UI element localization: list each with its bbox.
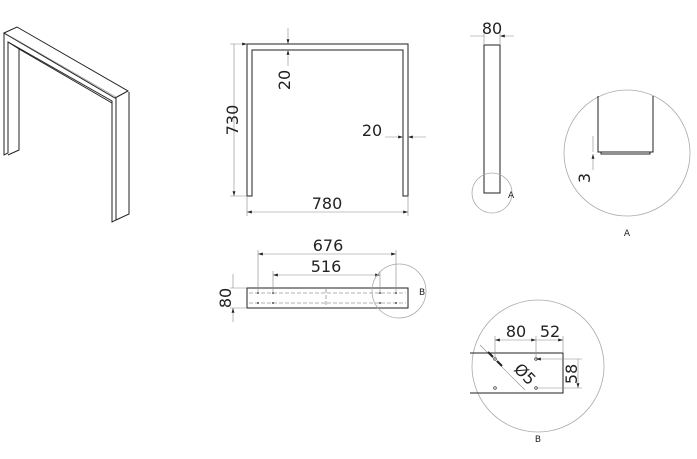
detail-b-marker-circle bbox=[371, 263, 427, 319]
dimension-inner-hole-spacing: 516 bbox=[311, 257, 342, 276]
isometric-view bbox=[2, 26, 130, 223]
detail-a-marker: A bbox=[508, 191, 515, 201]
dimension-hole-offset: 52 bbox=[540, 322, 560, 341]
dimension-top-depth: 80 bbox=[216, 288, 235, 308]
side-view: 80 A bbox=[470, 19, 515, 214]
detail-b-marker: B bbox=[419, 288, 425, 298]
dimension-top-thickness: 20 bbox=[275, 70, 294, 90]
dimension-hole-diameter: Ø5 bbox=[510, 359, 540, 389]
detail-b-label: B bbox=[535, 435, 541, 445]
dimension-hole-spacing: 80 bbox=[506, 322, 526, 341]
detail-a-marker-circle bbox=[471, 172, 513, 214]
dimension-plate-thickness: 3 bbox=[575, 173, 594, 183]
detail-a: 3 A bbox=[563, 89, 691, 239]
dimension-side-thickness: 20 bbox=[362, 121, 382, 140]
top-view: 676 516 80 B bbox=[216, 236, 427, 322]
dimension-hole-vertical: 58 bbox=[562, 364, 581, 384]
dimension-height: 730 bbox=[223, 105, 242, 136]
dimension-width: 780 bbox=[312, 194, 343, 213]
detail-a-label: A bbox=[624, 229, 631, 239]
dimension-depth: 80 bbox=[482, 19, 502, 38]
dimension-outer-hole-spacing: 676 bbox=[313, 236, 344, 255]
detail-b: 80 52 58 Ø5 B bbox=[470, 299, 605, 445]
front-view: 730 780 20 20 bbox=[223, 28, 426, 216]
